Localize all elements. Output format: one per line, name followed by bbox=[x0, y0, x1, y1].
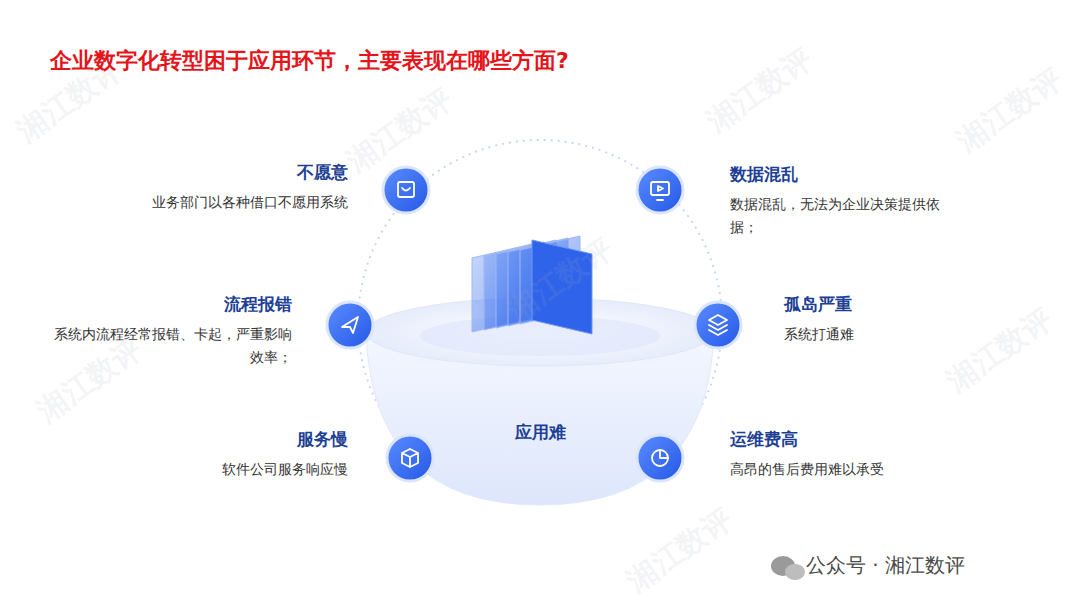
issue-description: 系统打通难 bbox=[784, 323, 984, 346]
issue-description: 高昂的售后费用难以承受 bbox=[730, 458, 950, 481]
issue-description: 系统内流程经常报错、卡起，严重影响效率； bbox=[52, 323, 292, 369]
issue-node: 数据混乱数据混乱，无法为企业决策提供依据； bbox=[730, 163, 950, 239]
issue-node: 不愿意业务部门以各种借口不愿用系统 bbox=[88, 161, 348, 214]
issue-description: 业务部门以各种借口不愿用系统 bbox=[88, 191, 348, 214]
issue-description: 软件公司服务响应慢 bbox=[108, 458, 348, 481]
issue-node: 服务慢软件公司服务响应慢 bbox=[108, 428, 348, 481]
issue-description: 数据混乱，无法为企业决策提供依据； bbox=[730, 193, 950, 239]
issue-heading: 服务慢 bbox=[108, 428, 348, 450]
issue-heading: 不愿意 bbox=[88, 161, 348, 183]
issue-node: 流程报错系统内流程经常报错、卡起，严重影响效率； bbox=[52, 293, 292, 369]
watermark: 湘江数评 bbox=[949, 59, 1071, 161]
issue-node: 孤岛严重系统打通难 bbox=[784, 293, 984, 346]
watermark: 湘江数评 bbox=[619, 499, 741, 601]
watermark: 湘江数评 bbox=[29, 329, 151, 431]
issue-heading: 孤岛严重 bbox=[784, 293, 984, 315]
issue-heading: 流程报错 bbox=[52, 293, 292, 315]
title: 企业数字化转型困于应用环节，主要表现在哪些方面? bbox=[50, 46, 569, 76]
center-label-node: 应用难 bbox=[480, 421, 600, 443]
issue-heading: 应用难 bbox=[480, 421, 600, 443]
issue-heading: 运维费高 bbox=[730, 428, 950, 450]
watermark: 湘江数评 bbox=[939, 299, 1061, 401]
footer-label: 公众号 · 湘江数评 bbox=[806, 552, 965, 579]
issue-node: 运维费高高昂的售后费用难以承受 bbox=[730, 428, 950, 481]
watermark: 湘江数评 bbox=[699, 39, 821, 141]
issue-heading: 数据混乱 bbox=[730, 163, 950, 185]
